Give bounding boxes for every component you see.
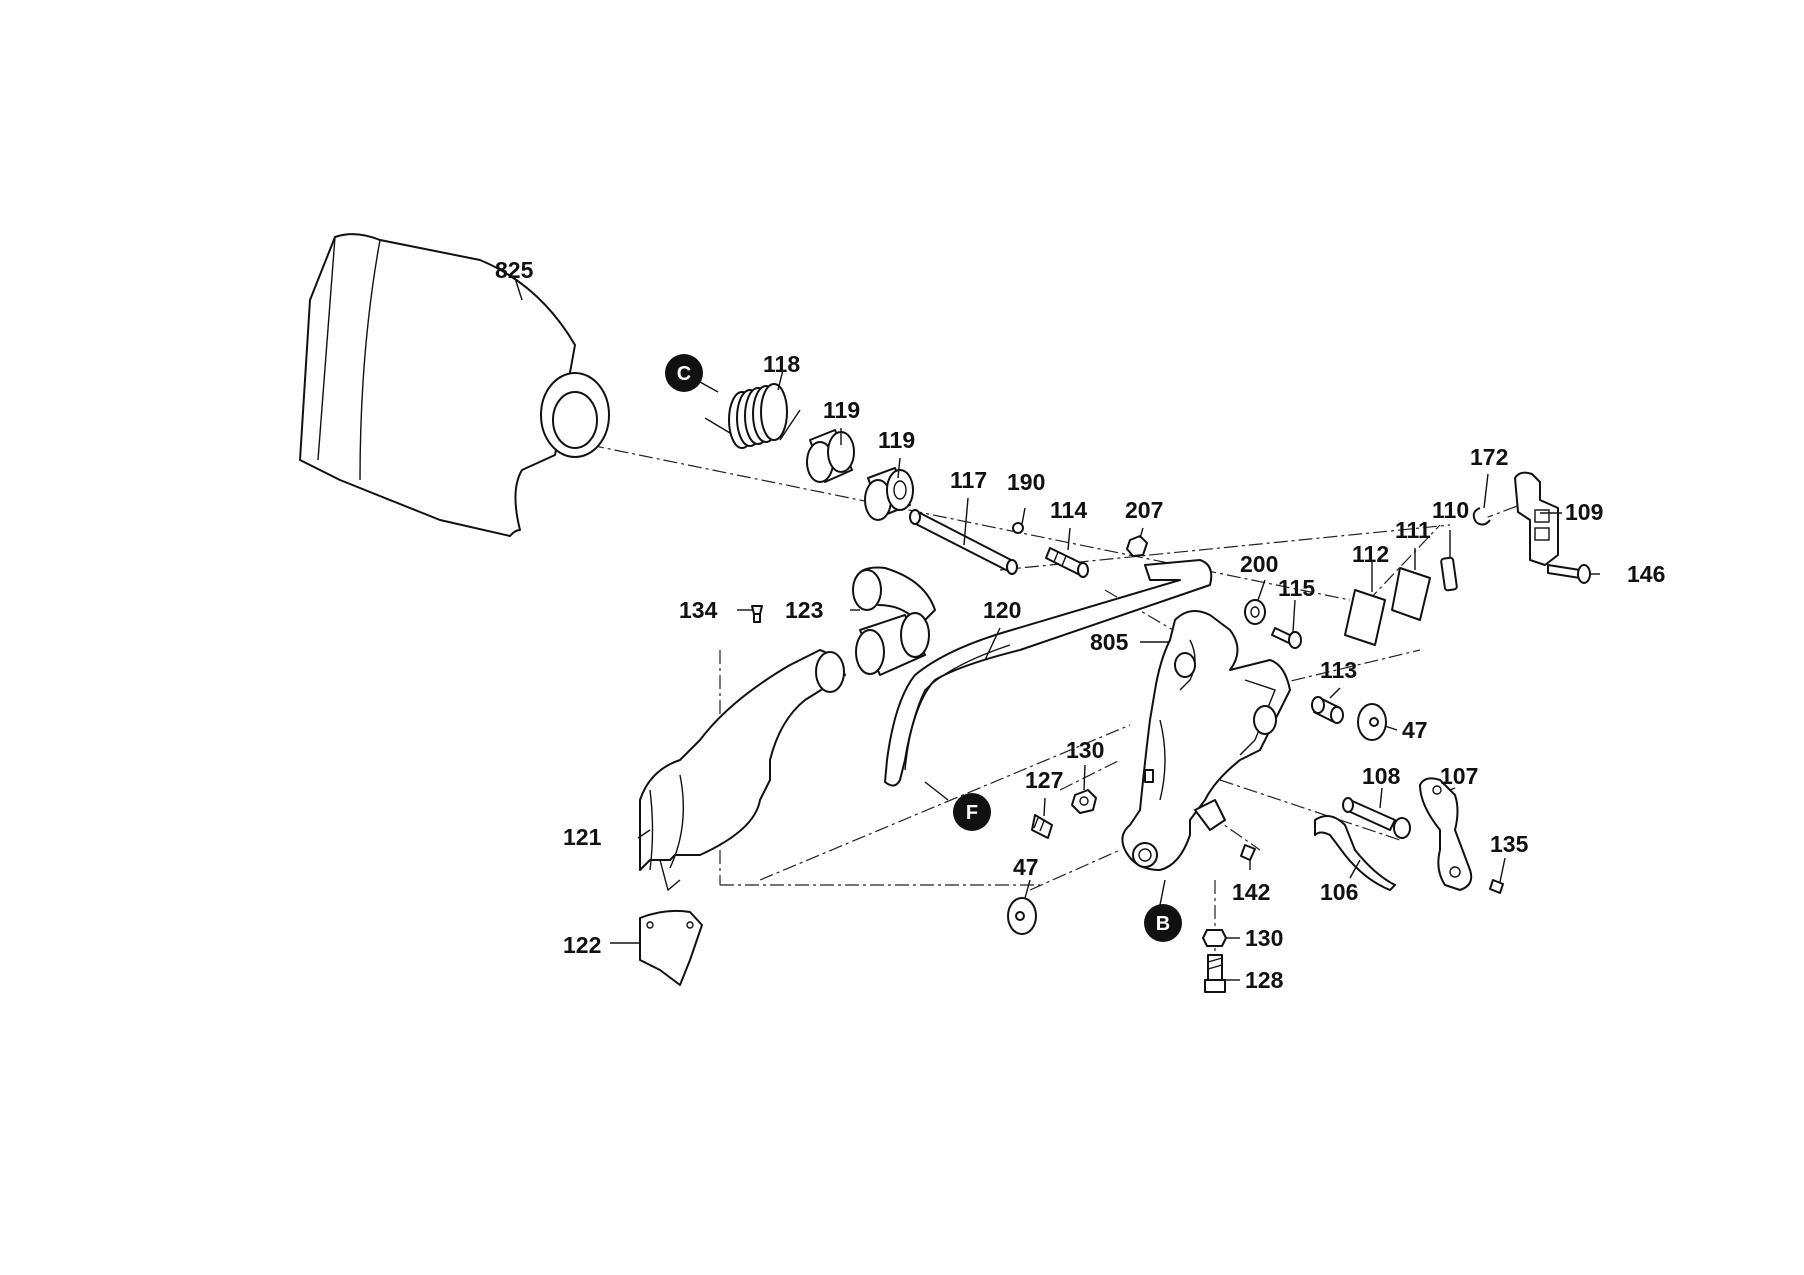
part-120-arm [884, 559, 1213, 787]
marker-c: C [665, 354, 703, 392]
part-111-pad [1391, 567, 1431, 621]
label-120: 120 [983, 597, 1021, 623]
label-47a: 47 [1402, 717, 1428, 743]
label-142: 142 [1232, 879, 1270, 905]
part-106-clip [1314, 815, 1396, 891]
part-123-elbow [852, 566, 936, 676]
part-114-pin [1045, 547, 1089, 578]
part-115-screw [1271, 627, 1302, 649]
part-135-screw [1489, 879, 1504, 894]
label-190: 190 [1007, 469, 1045, 495]
label-47b: 47 [1013, 854, 1039, 880]
part-130-nut-b [1202, 929, 1227, 947]
marker-f: F [953, 793, 991, 831]
label-127: 127 [1025, 767, 1063, 793]
label-106: 106 [1320, 879, 1358, 905]
label-115: 115 [1278, 575, 1315, 601]
label-111: 111 [1395, 517, 1431, 543]
part-number-labels: 825 118 119 119 117 190 114 207 172 109 … [495, 257, 1665, 993]
leader-lines [514, 277, 1600, 981]
label-130b: 130 [1245, 925, 1283, 951]
part-134-screw [751, 605, 763, 623]
part-190-ball [1012, 522, 1024, 534]
label-122: 122 [563, 932, 601, 958]
label-107: 107 [1440, 763, 1478, 789]
part-47-washer-a [1357, 703, 1387, 741]
part-119-bushing-b [864, 467, 914, 521]
part-207-nut [1126, 535, 1148, 557]
marker-f-letter: F [966, 802, 978, 824]
label-135: 135 [1490, 831, 1529, 857]
label-119b: 119 [878, 427, 915, 453]
part-108-shaft [1342, 797, 1411, 839]
label-207: 207 [1125, 497, 1163, 523]
label-109: 109 [1565, 499, 1603, 525]
label-146: 146 [1627, 561, 1665, 587]
label-119a: 119 [823, 397, 860, 423]
part-112-pad [1344, 589, 1386, 646]
part-107-lever [1419, 777, 1473, 891]
part-172-clip [1472, 507, 1491, 526]
label-825: 825 [495, 257, 534, 283]
label-805: 805 [1090, 629, 1129, 655]
part-118-spring [704, 383, 801, 449]
marker-b-letter: B [1156, 913, 1170, 935]
marker-b: B [1144, 904, 1182, 942]
label-123: 123 [785, 597, 823, 623]
label-113: 113 [1320, 657, 1357, 683]
marker-c-letter: C [677, 363, 691, 385]
label-110: 110 [1432, 497, 1469, 523]
part-121-chute [639, 649, 846, 892]
part-146-screw [1547, 564, 1591, 584]
part-142-screw [1240, 844, 1256, 861]
part-825-dust-bag [299, 233, 610, 537]
part-109-bracket [1514, 471, 1559, 566]
part-128-bolt [1204, 954, 1226, 993]
part-113-pin [1311, 696, 1344, 724]
label-121: 121 [563, 824, 602, 850]
label-108: 108 [1362, 763, 1401, 789]
label-128: 128 [1245, 967, 1284, 993]
part-110-pad [1440, 556, 1458, 592]
part-117-rod [909, 509, 1018, 575]
part-130-nut-a [1071, 789, 1097, 814]
label-112: 112 [1352, 541, 1389, 567]
label-117: 117 [950, 467, 987, 493]
label-134: 134 [679, 597, 718, 623]
part-119-bushing-a [806, 429, 855, 483]
label-172: 172 [1470, 444, 1508, 470]
part-200-washer [1244, 599, 1266, 625]
label-118: 118 [763, 351, 800, 377]
label-130a: 130 [1066, 737, 1104, 763]
part-127-screw [1031, 814, 1053, 839]
part-805-bracket [1121, 610, 1291, 871]
part-122-shield [639, 909, 703, 986]
part-47-washer-b [1007, 897, 1037, 935]
label-200: 200 [1240, 551, 1278, 577]
label-114: 114 [1050, 497, 1087, 523]
